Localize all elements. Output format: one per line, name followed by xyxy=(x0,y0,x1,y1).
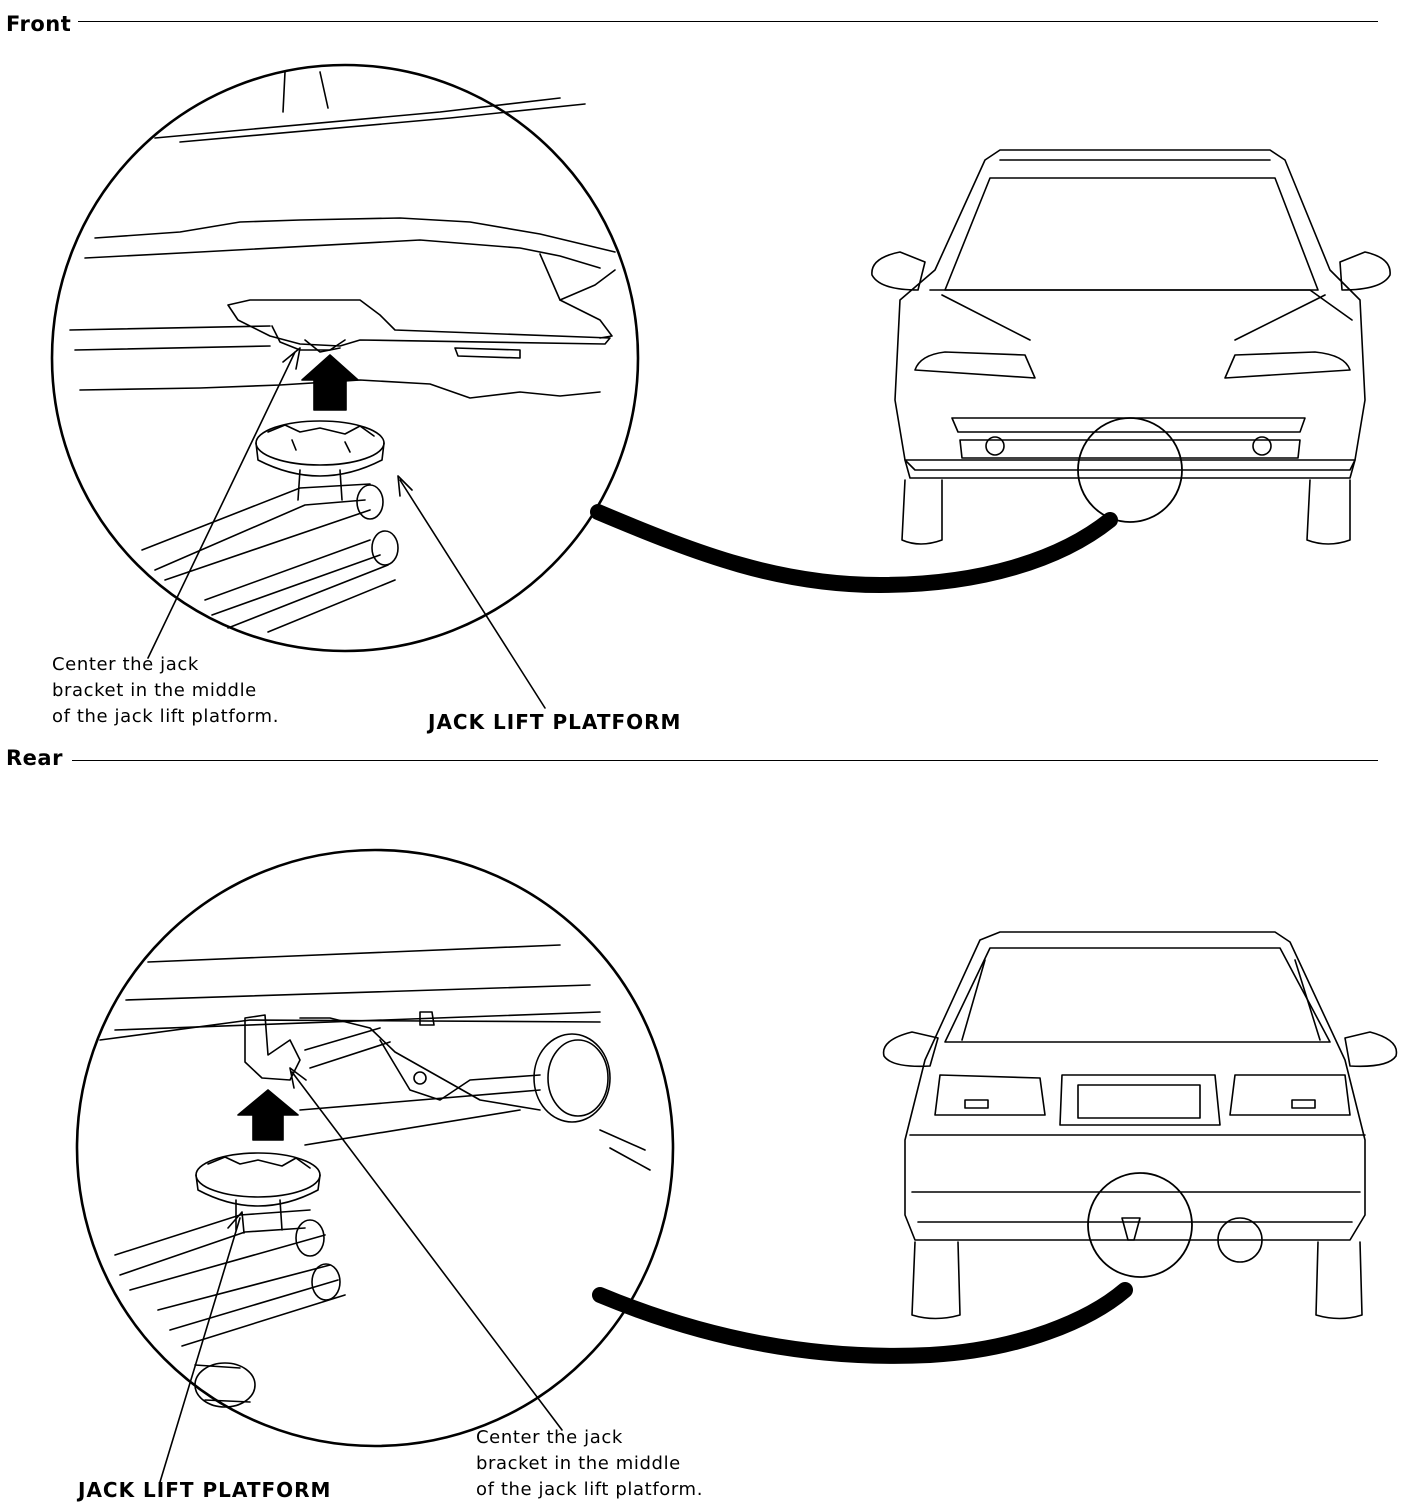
front-note-line-2: bracket in the middle xyxy=(52,680,257,701)
front-connector xyxy=(598,512,1110,585)
rear-connector xyxy=(600,1290,1125,1356)
front-bracket-leader xyxy=(148,348,300,658)
front-note-line-3: of the jack lift platform. xyxy=(52,706,280,727)
rear-detail-magnifier xyxy=(77,850,673,1446)
rear-platform-label: JACK LIFT PLATFORM xyxy=(78,1478,332,1502)
front-lift-arrow xyxy=(302,355,358,410)
front-platform-label: JACK LIFT PLATFORM xyxy=(428,710,682,734)
rear-note-line-2: bracket in the middle xyxy=(476,1453,681,1474)
front-jack-point-circle xyxy=(1078,418,1182,522)
rear-note-line-3: of the jack lift platform. xyxy=(476,1479,704,1500)
front-platform-leader xyxy=(398,476,545,708)
rear-bracket-note: Center the jack bracket in the middle of… xyxy=(476,1425,703,1503)
rear-section-label: Rear xyxy=(6,746,63,770)
rear-bracket-leader xyxy=(290,1068,562,1430)
front-car-outline xyxy=(872,150,1390,544)
front-note-line-1: Center the jack xyxy=(52,654,199,675)
front-divider xyxy=(78,21,1378,22)
rear-divider xyxy=(72,760,1378,761)
front-detail-magnifier xyxy=(52,65,638,651)
front-section-label: Front xyxy=(6,12,72,36)
front-magnifier-circle xyxy=(52,65,638,651)
rear-platform-leader xyxy=(160,1212,244,1482)
rear-jack-point-circle xyxy=(1088,1173,1192,1277)
rear-note-line-1: Center the jack xyxy=(476,1427,623,1448)
rear-magnifier-circle xyxy=(77,850,673,1446)
rear-lift-arrow xyxy=(238,1090,298,1140)
front-bracket-note: Center the jack bracket in the middle of… xyxy=(52,652,279,730)
rear-car-outline xyxy=(884,932,1397,1319)
